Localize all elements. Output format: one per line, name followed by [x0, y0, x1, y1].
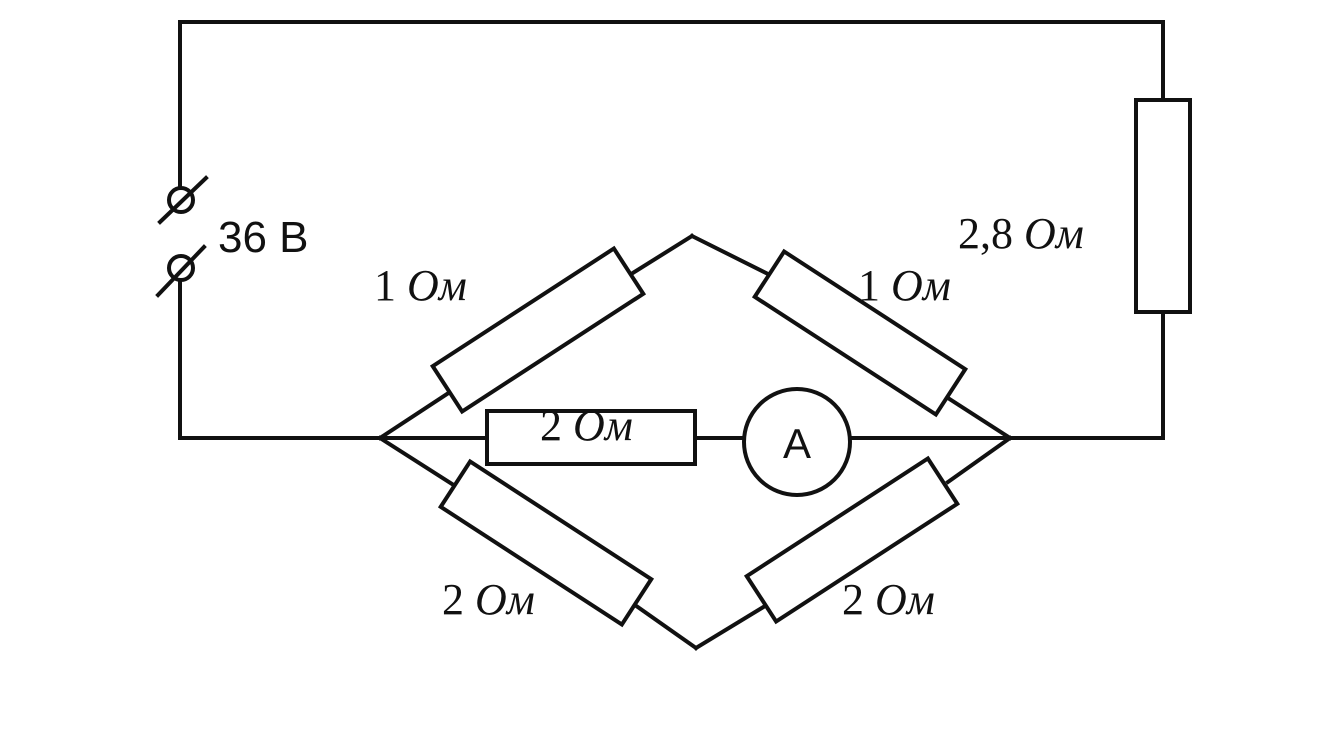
resistor-lower-left	[437, 458, 655, 628]
label-resistor-upper-right: 1 Ом	[858, 261, 951, 310]
terminal-lower-icon	[167, 254, 195, 282]
ammeter-symbol: A	[783, 420, 811, 467]
bridge-wires	[377, 233, 1013, 651]
label-resistor-middle-value: 2	[540, 401, 562, 450]
resistor-upper-left	[429, 245, 647, 415]
label-resistor-lower-right-value: 2	[842, 575, 864, 624]
voltage-source-terminals	[155, 175, 209, 298]
label-resistor-upper-left: 1 Ом	[374, 261, 467, 310]
wire-a-to-ll	[377, 435, 455, 487]
wire-ul-to-top	[625, 233, 695, 279]
resistor-load	[1134, 98, 1192, 314]
resistor-upper-right	[751, 248, 969, 418]
ammeter-icon	[742, 387, 852, 497]
label-resistor-lower-left-value: 2	[442, 575, 464, 624]
label-resistor-lower-left-unit: Ом	[475, 575, 535, 624]
label-resistor-load-value: 2,8	[958, 209, 1013, 258]
label-resistor-upper-left-value: 1	[374, 261, 396, 310]
label-resistor-lower-right-unit: Ом	[875, 575, 935, 624]
wire-left-bottom	[178, 280, 382, 440]
wire-a-to-ul	[377, 389, 453, 441]
label-resistor-lower-left: 2 Ом	[442, 575, 535, 624]
wire-left-top	[178, 20, 1165, 187]
label-resistor-load: 2,8 Ом	[958, 209, 1084, 258]
label-resistor-middle-unit: Ом	[573, 401, 633, 450]
wire-ur-to-b	[945, 395, 1013, 441]
wire-ll-to-bottom	[629, 600, 699, 651]
label-resistor-load-unit: Ом	[1024, 209, 1084, 258]
terminal-lower-slash	[155, 244, 207, 298]
wire-lr-to-b	[945, 435, 1013, 485]
wire-bottom-to-lr	[693, 600, 773, 651]
label-resistor-middle: 2 Ом	[540, 401, 633, 450]
outer-wires	[178, 20, 1165, 440]
voltage-label: 36 В	[218, 213, 309, 262]
wire-top-to-ur	[689, 233, 773, 278]
terminal-upper-icon	[167, 186, 195, 214]
resistor-middle	[485, 409, 697, 466]
label-resistor-upper-right-value: 1	[858, 261, 880, 310]
label-resistor-lower-right: 2 Ом	[842, 575, 935, 624]
terminal-upper-slash	[157, 175, 209, 225]
label-resistor-upper-left-unit: Ом	[407, 261, 467, 310]
resistor-lower-right	[743, 455, 961, 625]
label-resistor-upper-right-unit: Ом	[891, 261, 951, 310]
